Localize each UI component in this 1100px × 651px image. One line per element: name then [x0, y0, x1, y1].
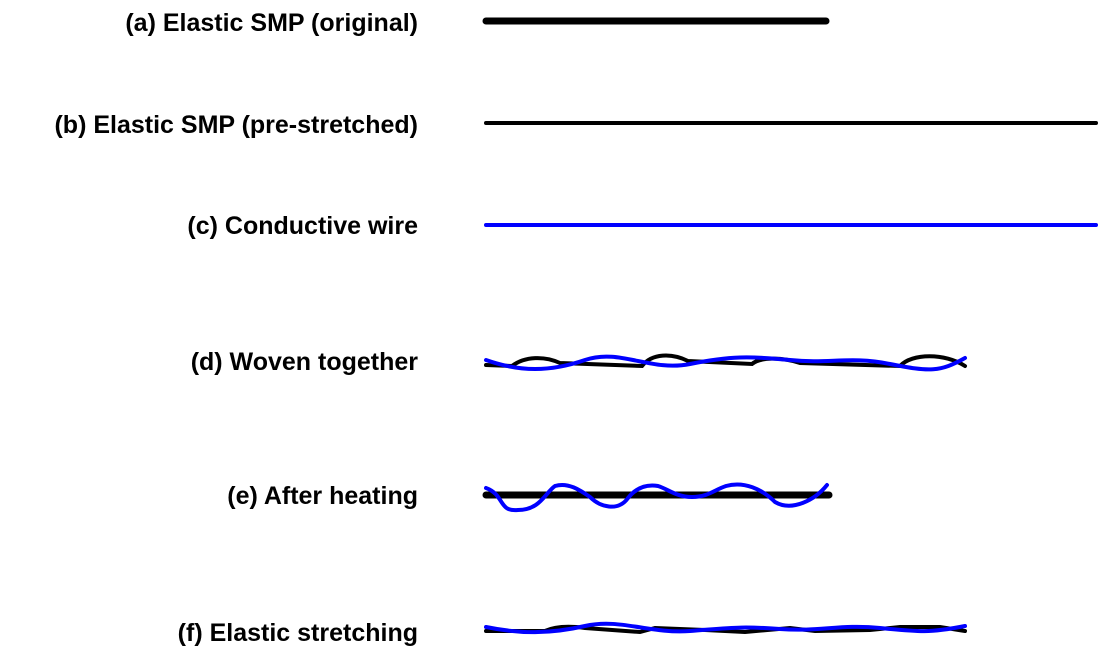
row-label-c: (c) Conductive wire: [187, 212, 418, 240]
stretched-strands: [484, 621, 967, 635]
heated-strands: [482, 482, 833, 513]
woven-smp-strand: [484, 353, 967, 369]
row-label-e: (e) After heating: [227, 482, 418, 510]
row-label-f: (f) Elastic stretching: [178, 619, 418, 647]
woven-wire-strand: [484, 354, 967, 372]
row-label-a: (a) Elastic SMP (original): [125, 9, 418, 37]
row-label-b: (b) Elastic SMP (pre-stretched): [54, 111, 418, 139]
stretched-wire-strand: [484, 621, 967, 635]
row-label-d: (d) Woven together: [191, 348, 419, 376]
woven-strands: [484, 353, 967, 372]
heated-wire-strand: [484, 482, 829, 513]
